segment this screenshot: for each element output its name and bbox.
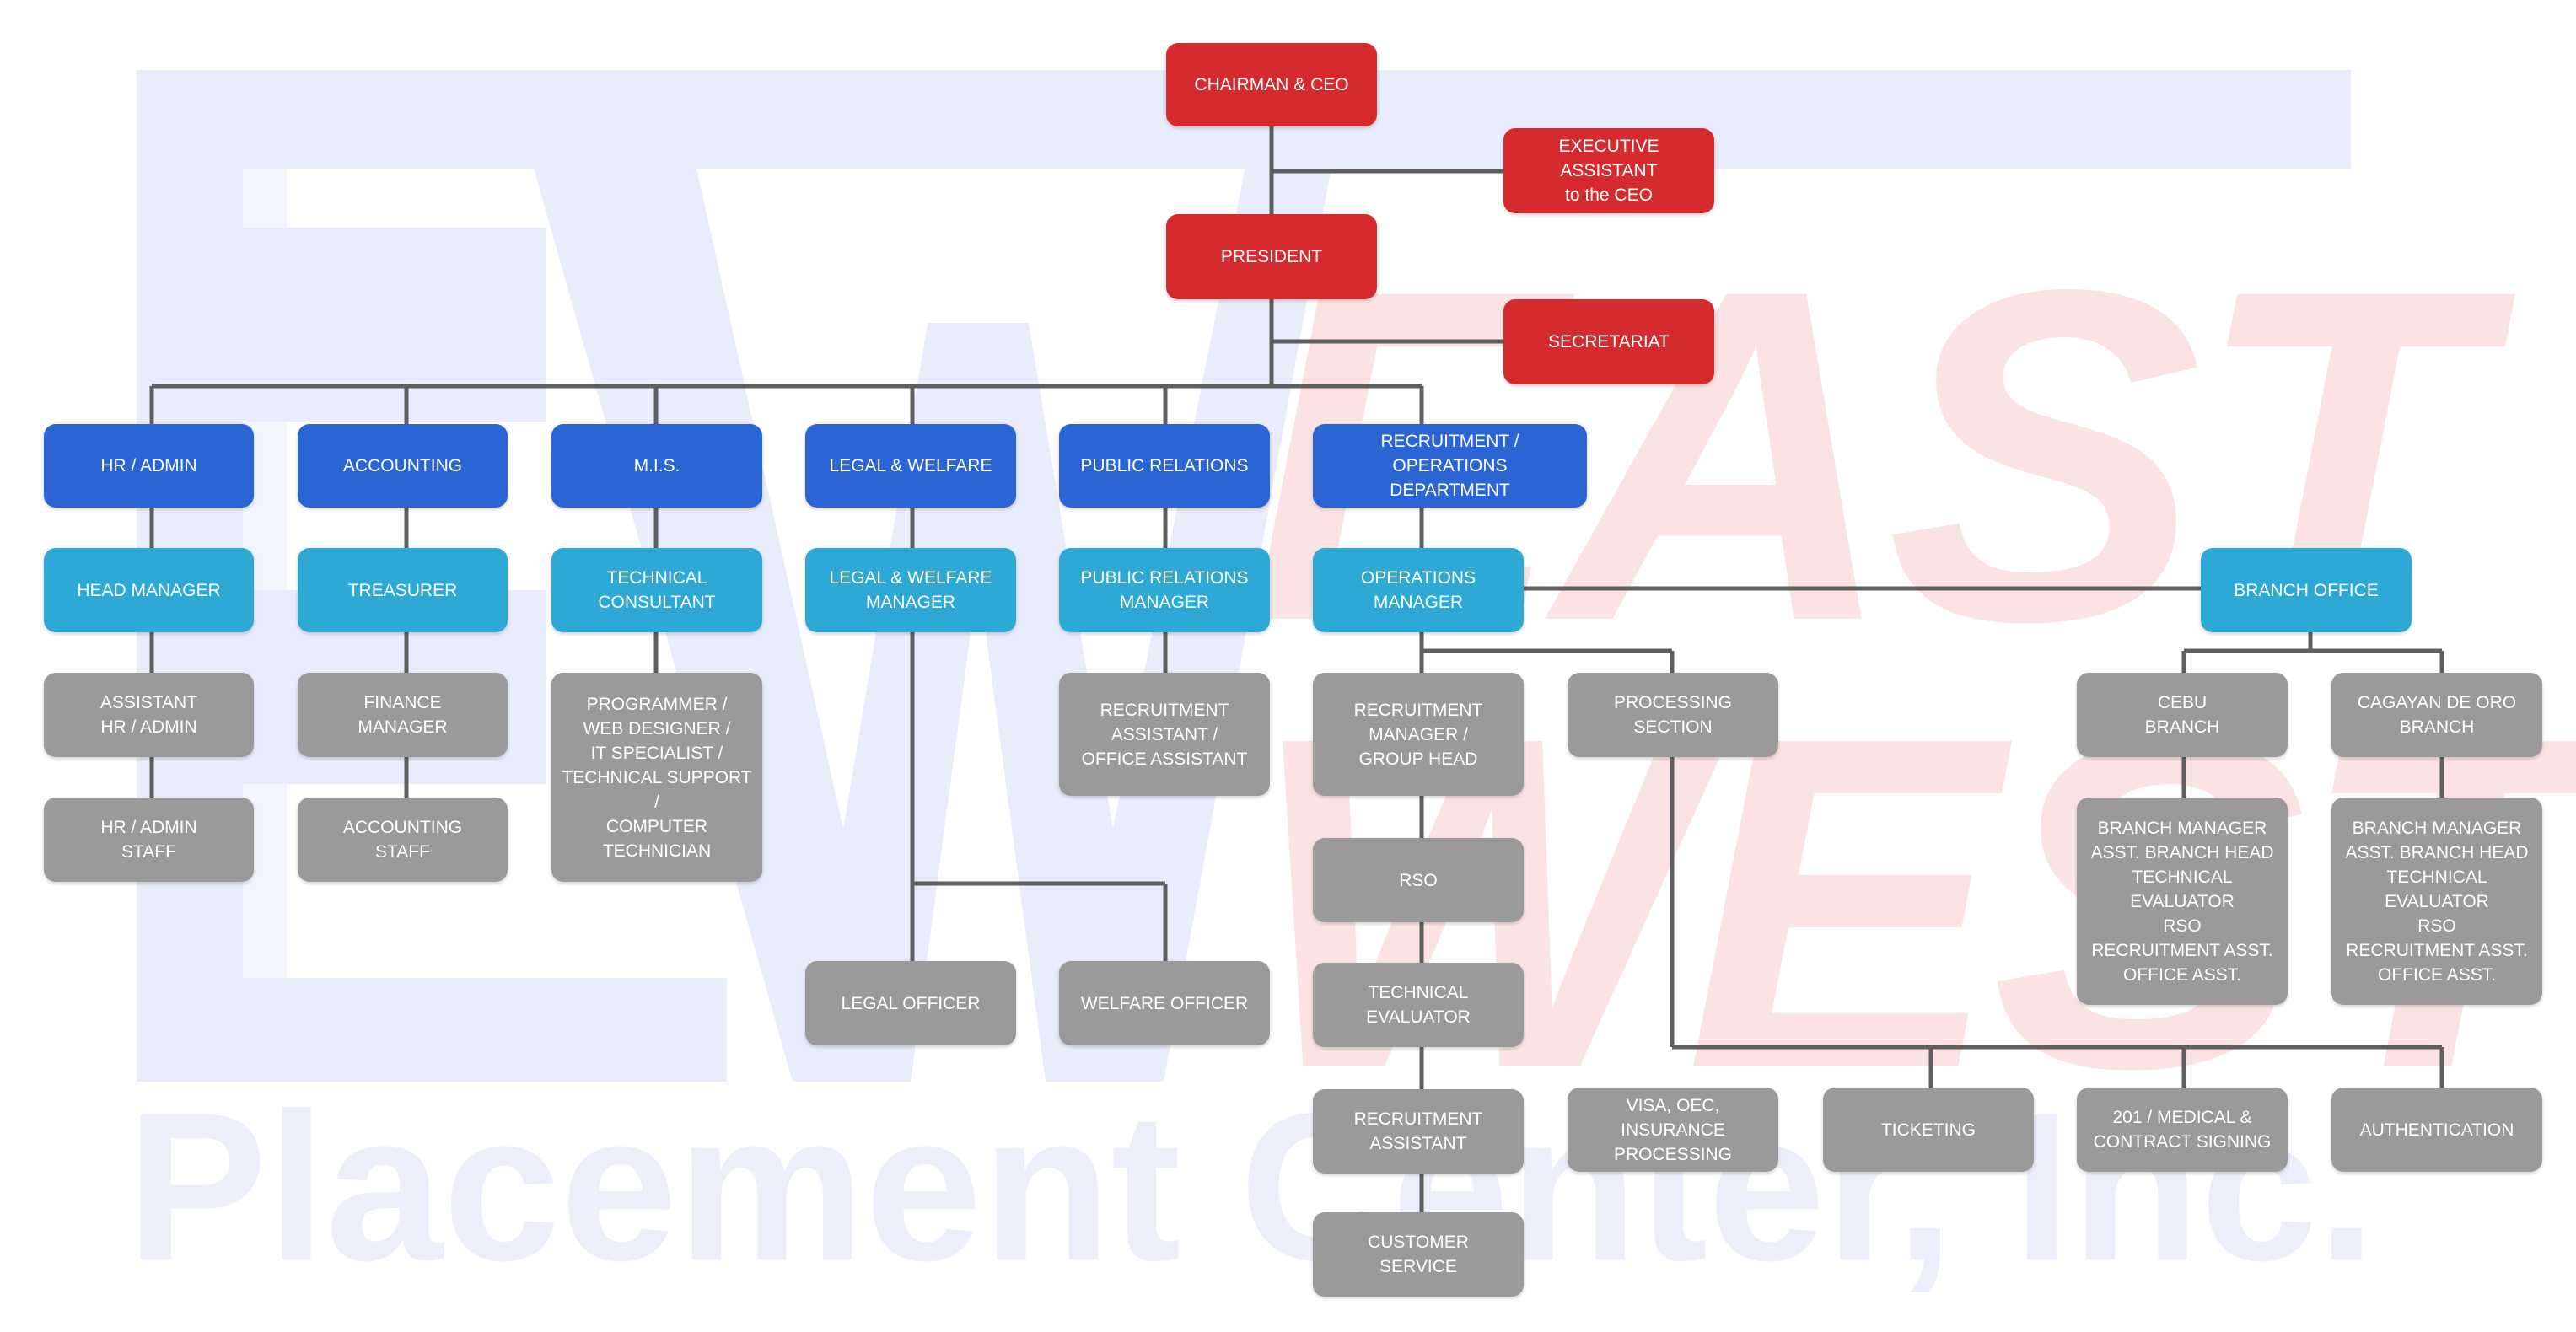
it-team-box: PROGRAMMER / WEB DESIGNER / IT SPECIALIS… — [551, 673, 762, 882]
public-relations-manager-box: PUBLIC RELATIONS MANAGER — [1059, 548, 1270, 632]
watermark-logo-bar-bottom — [137, 978, 727, 1082]
authentication-box: AUTHENTICATION — [2331, 1088, 2542, 1172]
visa-oec-insurance-box: VISA, OEC, INSURANCE PROCESSING — [1568, 1088, 1778, 1172]
legal-welfare-manager-box: LEGAL & WELFARE MANAGER — [805, 548, 1016, 632]
recruitment-manager-box: RECRUITMENT MANAGER / GROUP HEAD — [1313, 673, 1524, 796]
department-recruitment-operations: RECRUITMENT / OPERATIONS DEPARTMENT — [1313, 424, 1587, 508]
customer-service-box: CUSTOMER SERVICE — [1313, 1212, 1524, 1297]
department-mis: M.I.S. — [551, 424, 762, 508]
cagayan-branch-staff-box: BRANCH MANAGER ASST. BRANCH HEAD TECHNIC… — [2331, 798, 2542, 1005]
cebu-branch-box: CEBU BRANCH — [2077, 673, 2288, 757]
chairman-ceo-box: CHAIRMAN & CEO — [1166, 43, 1377, 126]
department-legal-welfare: LEGAL & WELFARE — [805, 424, 1016, 508]
medical-contract-box: 201 / MEDICAL & CONTRACT SIGNING — [2077, 1088, 2288, 1172]
department-accounting: ACCOUNTING — [298, 424, 508, 508]
treasurer-box: TREASURER — [298, 548, 508, 632]
legal-officer-box: LEGAL OFFICER — [805, 961, 1016, 1045]
branch-office-box: BRANCH OFFICE — [2201, 548, 2412, 632]
rso-box: RSO — [1313, 838, 1524, 922]
hr-admin-staff-box: HR / ADMIN STAFF — [44, 798, 254, 882]
technical-evaluator-box: TECHNICAL EVALUATOR — [1313, 963, 1524, 1047]
cebu-branch-staff-box: BRANCH MANAGER ASST. BRANCH HEAD TECHNIC… — [2077, 798, 2288, 1005]
recruitment-office-assistant-box: RECRUITMENT ASSISTANT / OFFICE ASSISTANT — [1059, 673, 1270, 796]
secretariat-box: SECRETARIAT — [1503, 299, 1714, 384]
recruitment-assistant-box: RECRUITMENT ASSISTANT — [1313, 1089, 1524, 1174]
ticketing-box: TICKETING — [1823, 1088, 2034, 1172]
cagayan-branch-box: CAGAYAN DE ORO BRANCH — [2331, 673, 2542, 757]
assistant-hr-admin-box: ASSISTANT HR / ADMIN — [44, 673, 254, 757]
technical-consultant-box: TECHNICAL CONSULTANT — [551, 548, 762, 632]
operations-manager-box: OPERATIONS MANAGER — [1313, 548, 1524, 632]
executive-assistant-box: EXECUTIVE ASSISTANT to the CEO — [1503, 128, 1714, 213]
finance-manager-box: FINANCE MANAGER — [298, 673, 508, 757]
president-box: PRESIDENT — [1166, 214, 1377, 299]
accounting-staff-box: ACCOUNTING STAFF — [298, 798, 508, 882]
processing-section-box: PROCESSING SECTION — [1568, 673, 1778, 757]
department-hr-admin: HR / ADMIN — [44, 424, 254, 508]
department-public-relations: PUBLIC RELATIONS — [1059, 424, 1270, 508]
watermark-logo-bar-mid — [243, 228, 546, 422]
welfare-officer-box: WELFARE OFFICER — [1059, 961, 1270, 1045]
head-manager-box: HEAD MANAGER — [44, 548, 254, 632]
